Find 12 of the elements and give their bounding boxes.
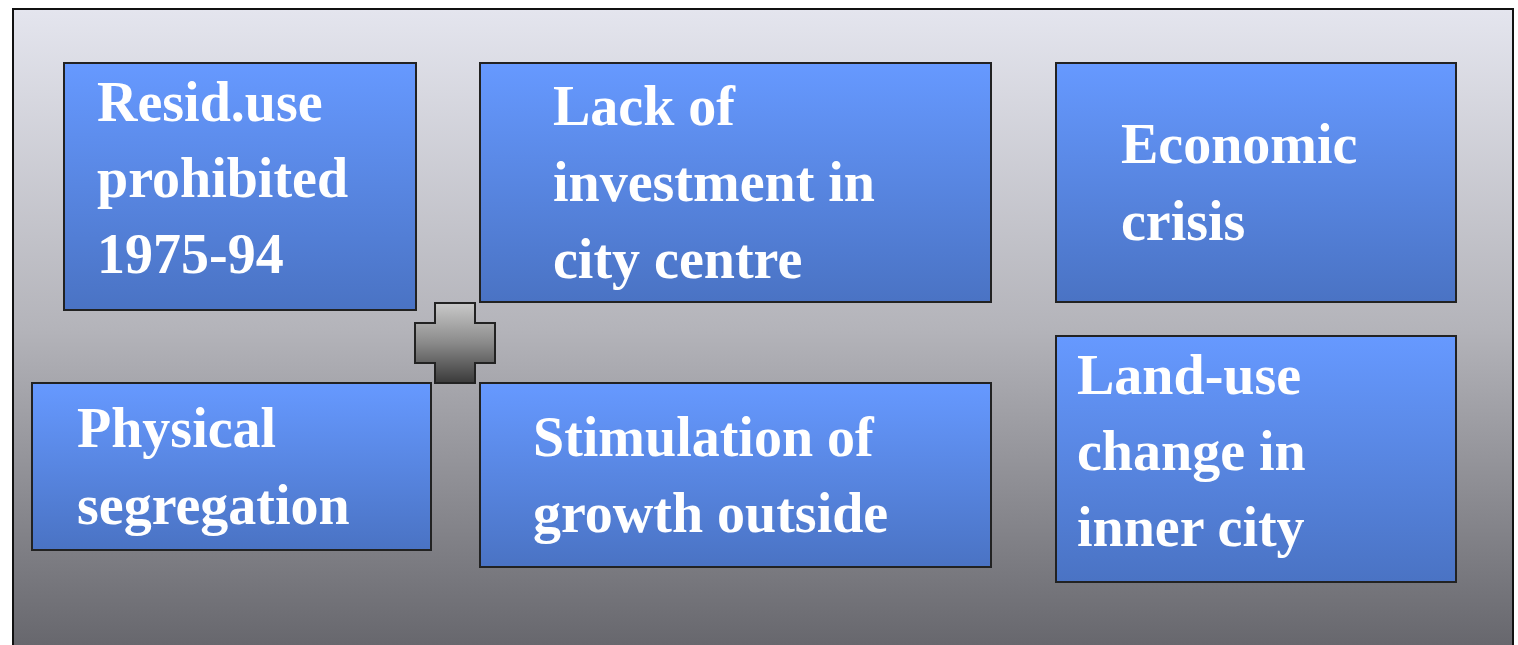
- box-label: Physical segregation: [77, 396, 351, 538]
- box-label: Stimulation of growth outside: [533, 404, 890, 546]
- box-label: Land-use change in inner city: [1077, 343, 1307, 561]
- box-label: Resid.use prohibited 1975-94: [97, 70, 350, 288]
- box-label: Economic crisis: [1121, 112, 1359, 254]
- text-box: [479, 62, 992, 303]
- text-box: [1055, 62, 1457, 303]
- text-box: [31, 382, 432, 551]
- text-box: [1055, 335, 1457, 583]
- box-label: Lack of investment in city centre: [553, 74, 876, 292]
- text-box: [63, 62, 417, 311]
- text-box: [479, 382, 992, 568]
